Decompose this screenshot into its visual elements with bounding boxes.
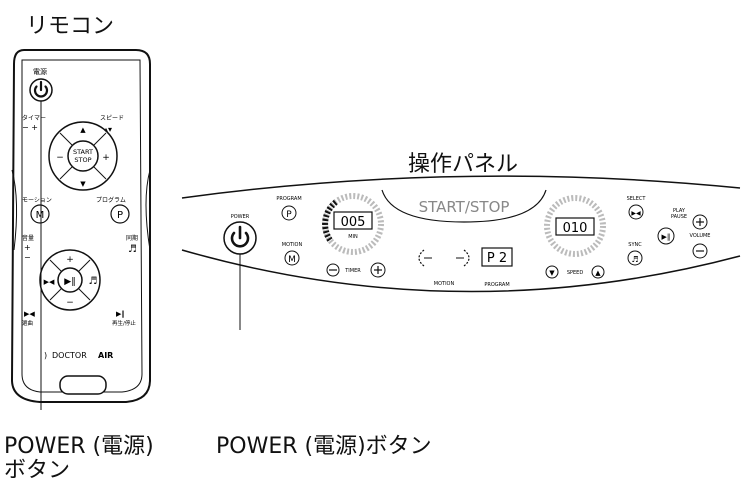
remote-play-icon: ▶‖ xyxy=(64,277,75,287)
remote-body xyxy=(10,49,151,403)
panel-speed-down-icon: ▼ xyxy=(549,269,555,277)
remote-sync-icon: ♬ xyxy=(128,244,137,255)
remote-title: リモコン xyxy=(26,14,115,39)
remote-stop-text: STOP xyxy=(74,156,91,164)
panel-power-icon xyxy=(230,231,250,248)
panel-callout-label: POWER (電源)ボタン xyxy=(216,434,432,459)
panel-motion-right-icon xyxy=(463,249,470,267)
panel-pause-label: PAUSE xyxy=(671,214,687,220)
panel-top-edge xyxy=(181,175,741,199)
panel-timer-display xyxy=(333,211,373,230)
panel-speed-up-icon: ▲ xyxy=(595,269,601,277)
remote-sync-label: 同期 xyxy=(126,234,138,242)
remote-motion-button[interactable] xyxy=(30,204,50,224)
remote-volume-pm: + xyxy=(24,243,31,252)
panel-bottom-edge xyxy=(181,249,741,293)
panel-program-letter: P xyxy=(286,210,292,220)
panel-speed-label: SPEED xyxy=(567,270,584,276)
panel-volume-label: VOLUME xyxy=(690,233,711,239)
remote-up-icon: ▲ xyxy=(80,126,86,134)
remote-speed-label: スピード xyxy=(100,115,124,122)
panel-motion-bottom: MOTION xyxy=(434,281,455,287)
panel-timer-unit: MIN xyxy=(348,234,358,240)
panel-program-display xyxy=(481,247,513,267)
panel-speed-down-button[interactable] xyxy=(545,265,559,279)
remote-power-icon xyxy=(33,85,49,98)
panel-speed-dial xyxy=(544,195,606,257)
remote-pad-minus-icon: − xyxy=(66,298,74,308)
panel-sync-label: SYNC xyxy=(628,242,642,248)
remote-down-icon: ▼ xyxy=(80,180,86,188)
remote-select-icon: ▶◀ xyxy=(24,310,35,318)
remote-pad-plus-icon: + xyxy=(66,255,74,265)
remote-program-label: プログラム xyxy=(96,196,126,204)
panel-motion-letter: M xyxy=(288,255,296,265)
remote-minus-icon: − xyxy=(56,153,64,163)
panel-program-value: P 2 xyxy=(487,251,507,266)
remote-volume-minus: − xyxy=(24,253,31,262)
remote-program-button[interactable] xyxy=(110,204,130,224)
panel-timer-dial xyxy=(322,193,384,255)
panel-speed-up-button[interactable] xyxy=(591,265,605,279)
remote-play-small-icon: ▶‖ xyxy=(116,310,125,318)
panel-select-button[interactable] xyxy=(628,204,644,220)
remote-callout-label-1: POWER (電源) xyxy=(4,434,154,459)
remote-inner-outline xyxy=(21,59,143,393)
remote-play-button[interactable] xyxy=(57,267,83,293)
panel-select-label: SELECT xyxy=(627,196,647,202)
remote-program-letter: P xyxy=(117,210,123,221)
panel-play-icon: ▶‖ xyxy=(662,233,671,241)
panel-power-label: POWER xyxy=(231,214,250,220)
remote-pad-sync-icon: ♬ xyxy=(89,276,98,287)
remote-play-label: 再生/停止 xyxy=(112,319,136,327)
remote-brand-icon: ) xyxy=(44,351,47,360)
panel-start-stop-button[interactable] xyxy=(381,189,547,223)
remote-start-stop-button[interactable] xyxy=(67,140,99,172)
remote-timer-label: タイマー xyxy=(22,114,46,122)
panel-timer-label: TIMER xyxy=(344,268,361,274)
remote-brand-light: DOCTOR xyxy=(52,351,87,360)
remote-volume-label: 音量 xyxy=(22,234,34,242)
remote-select-label: 選曲 xyxy=(22,319,33,327)
remote-callout-label-2: ボタン xyxy=(4,458,71,483)
panel-sync-button[interactable] xyxy=(627,250,643,266)
remote-motion-label: モーション xyxy=(22,197,52,204)
remote-speed-arrows: ▴▾ xyxy=(104,125,112,134)
panel-sync-icon: ♬ xyxy=(631,255,638,264)
remote-strap-slot xyxy=(59,375,107,395)
panel-motion-button[interactable] xyxy=(284,250,300,266)
remote-pad-skip-icon: ▶◀ xyxy=(44,278,55,286)
control-panel: START/STOP POWER PROGRAM P MOTION M 005 … xyxy=(181,175,741,330)
panel-speed-value: 010 xyxy=(563,221,588,236)
panel-title: 操作パネル xyxy=(408,152,519,177)
remote-power-label: 電源 xyxy=(33,67,47,76)
panel-speed-display xyxy=(555,217,595,236)
panel-program-bottom: PROGRAM xyxy=(484,282,509,288)
panel-program-button[interactable] xyxy=(281,205,297,221)
panel-play-button[interactable] xyxy=(657,227,675,245)
remote-start-text: START xyxy=(73,148,93,156)
panel-select-icon: ▶◀ xyxy=(631,210,641,217)
remote-control: 電源 タイマー − + スピード ▴▾ START STOP ▲ ▼ − + モ… xyxy=(10,49,151,410)
panel-play-label: PLAY xyxy=(673,208,686,214)
panel-start-stop-text: START/STOP xyxy=(419,198,510,216)
remote-timer-pm: − + xyxy=(22,123,38,132)
remote-brand-bold: AIR xyxy=(98,351,113,360)
panel-motion-left-icon xyxy=(418,249,425,267)
remote-motion-letter: M xyxy=(36,210,45,221)
remote-plus-icon: + xyxy=(102,153,110,163)
panel-program-label: PROGRAM xyxy=(276,196,301,202)
panel-motion-label: MOTION xyxy=(282,242,303,248)
panel-timer-value: 005 xyxy=(341,215,366,230)
